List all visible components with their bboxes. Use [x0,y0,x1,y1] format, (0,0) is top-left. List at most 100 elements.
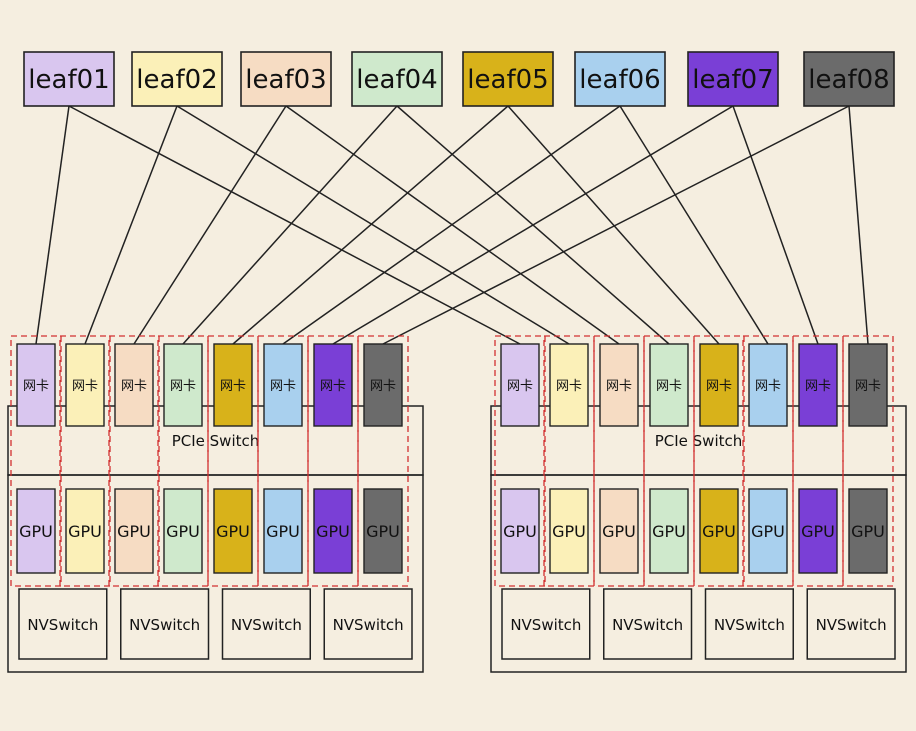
leaf-label: leaf02 [136,65,217,95]
gpu-1: GPU [16,488,56,574]
server-chassis [7,474,424,673]
nic-6: 网卡 [263,343,303,427]
nvswitch-label: NVSwitch [714,616,785,634]
server-node-1: PCIe Switch 网卡 网卡 网卡 网卡 网卡 网卡 网卡 网卡 GPU GPU GPU GPU G… [7,335,424,673]
nic-label: 网卡 [220,379,246,394]
nic-4: 网卡 [649,343,689,427]
nvswitch-2: NVSwitch [120,588,210,660]
leaf-switch-06: leaf06 [574,51,666,107]
nvswitch-label: NVSwitch [510,616,581,634]
nvswitch-label: NVSwitch [612,616,683,634]
link-leaf08-server1-nic8 [382,105,850,345]
nic-2: 网卡 [65,343,105,427]
link-leaf05-server1-nic5 [232,105,509,345]
nvswitch-label: NVSwitch [231,616,302,634]
leaf-switch-08: leaf08 [803,51,895,107]
nic-label: 网卡 [656,379,682,394]
link-leaf03-server1-nic3 [133,105,287,345]
gpu-2: GPU [549,488,589,574]
leaf-label: leaf04 [356,65,437,95]
gpu-label: GPU [702,522,736,541]
gpu-label: GPU [851,522,885,541]
gpu-label: GPU [552,522,586,541]
rail-group-outline [357,335,409,587]
nic-label: 网卡 [805,379,831,394]
gpu-label: GPU [68,522,102,541]
nvswitch-label: NVSwitch [333,616,404,634]
nic-7: 网卡 [313,343,353,427]
link-leaf07-server2-nic7 [732,105,819,345]
leaf-label: leaf01 [28,65,109,95]
gpu-label: GPU [19,522,53,541]
nvswitch-3: NVSwitch [221,588,311,660]
nic-label: 网卡 [270,379,296,394]
link-leaf07-server1-nic7 [332,105,734,345]
nic-label: 网卡 [755,379,781,394]
gpu-6: GPU [748,488,788,574]
leaf-switch-03: leaf03 [240,51,332,107]
gpu-1: GPU [500,488,540,574]
nic-label: 网卡 [370,379,396,394]
link-leaf05-server2-nic5 [507,105,720,345]
nvswitch-1: NVSwitch [18,588,108,660]
nic-label: 网卡 [72,379,98,394]
leaf-label: leaf06 [579,65,660,95]
gpu-label: GPU [652,522,686,541]
nic-1: 网卡 [500,343,540,427]
gpu-label: GPU [503,522,537,541]
leaf-label: leaf07 [692,65,773,95]
gpu-3: GPU [599,488,639,574]
leaf-label: leaf03 [245,65,326,95]
nic-label: 网卡 [706,379,732,394]
nic-5: 网卡 [699,343,739,427]
nic-6: 网卡 [748,343,788,427]
link-leaf02-server2-nic2 [176,105,570,345]
gpu-7: GPU [313,488,353,574]
leaf-label: leaf05 [467,65,548,95]
rail-group-outline [59,335,111,587]
nic-5: 网卡 [213,343,253,427]
gpu-4: GPU [163,488,203,574]
nic-label: 网卡 [606,379,632,394]
link-leaf01-server2-nic1 [68,105,521,345]
nvswitch-4: NVSwitch [806,588,896,660]
nic-1: 网卡 [16,343,56,427]
nic-label: 网卡 [556,379,582,394]
gpu-4: GPU [649,488,689,574]
gpu-label: GPU [117,522,151,541]
links-layer [35,105,869,345]
server-chassis [490,474,907,673]
gpu-7: GPU [798,488,838,574]
link-leaf01-server1-nic1 [35,105,70,345]
link-leaf02-server1-nic2 [84,105,178,345]
gpu-8: GPU [848,488,888,574]
nic-label: 网卡 [23,379,49,394]
gpu-2: GPU [65,488,105,574]
nvswitch-2: NVSwitch [603,588,693,660]
nic-4: 网卡 [163,343,203,427]
leaves-layer: leaf01 leaf02 leaf03 leaf04 leaf05 leaf06 leaf… [23,51,895,107]
rail-group-outline [693,335,745,587]
pcie-switch-label: PCIe Switch [172,432,260,450]
gpu-label: GPU [602,522,636,541]
nic-2: 网卡 [549,343,589,427]
rail-group-outline [494,335,546,587]
link-leaf06-server1-nic6 [282,105,621,345]
gpu-label: GPU [366,522,400,541]
nic-label: 网卡 [855,379,881,394]
rail-group-outline [108,335,160,587]
leaf-label: leaf08 [808,65,889,95]
nic-label: 网卡 [170,379,196,394]
nic-label: 网卡 [121,379,147,394]
pcie-switch-label: PCIe Switch [655,432,743,450]
gpu-label: GPU [216,522,250,541]
leaf-switch-07: leaf07 [687,51,779,107]
gpu-8: GPU [363,488,403,574]
nvswitch-1: NVSwitch [501,588,591,660]
rail-group-outline [10,335,62,587]
gpu-label: GPU [316,522,350,541]
nic-7: 网卡 [798,343,838,427]
nic-label: 网卡 [507,379,533,394]
nvswitch-label: NVSwitch [27,616,98,634]
